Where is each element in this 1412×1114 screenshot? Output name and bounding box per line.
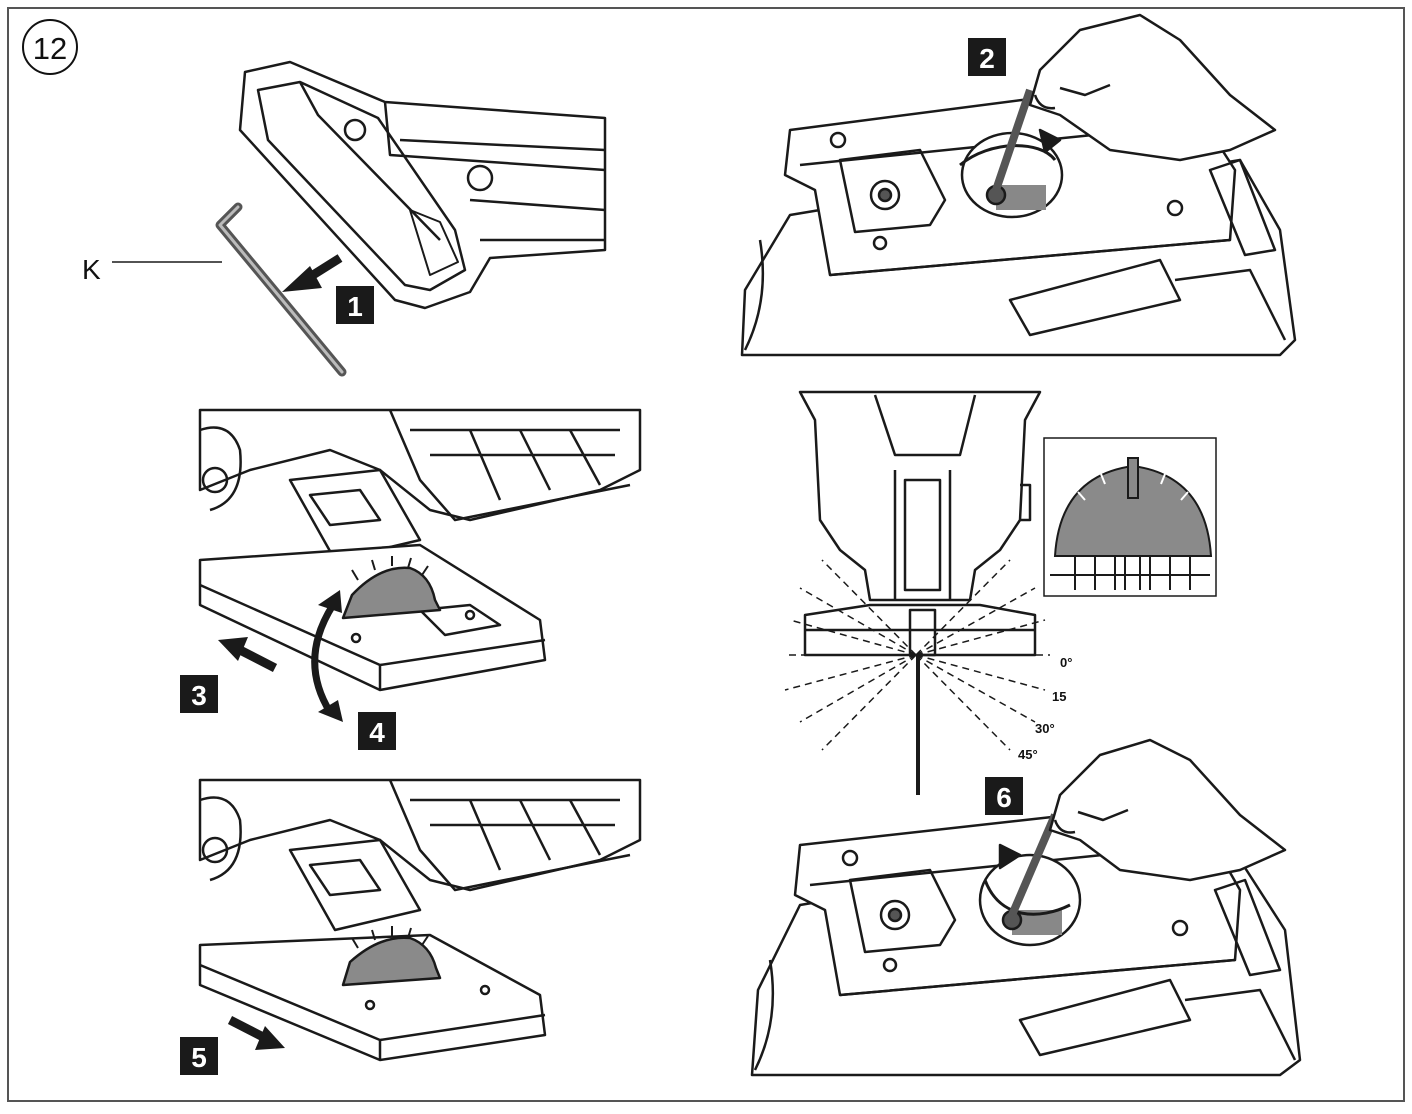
- step-badge-3-text: 3: [191, 680, 207, 711]
- panel-angle-view: [798, 390, 1042, 795]
- step-badge-6: 6: [985, 777, 1023, 815]
- scale-inset: [1043, 437, 1217, 597]
- step-badge-4: 4: [358, 712, 396, 750]
- step-badge-1-text: 1: [347, 291, 363, 322]
- step-badge-6-text: 6: [996, 782, 1012, 813]
- angle-label-0: 0°: [1060, 655, 1072, 670]
- step-badge-2-text: 2: [979, 43, 995, 74]
- step-badge-5-text: 5: [191, 1042, 207, 1073]
- step-badge-5: 5: [180, 1037, 218, 1075]
- figure-number-text: 12: [33, 31, 67, 66]
- panel-step-1: [215, 60, 607, 377]
- hex-key-label: K: [82, 254, 101, 285]
- panel-step-5: [198, 778, 642, 1062]
- figure-frame: [7, 7, 1405, 1102]
- panel-step-6: [750, 738, 1302, 1077]
- step-badge-2: 2: [968, 38, 1006, 76]
- hex-key-callout: K: [82, 254, 222, 285]
- angle-label-45: 45°: [1018, 747, 1038, 762]
- step-badge-3: 3: [180, 675, 218, 713]
- panel-step-3-4: [198, 408, 642, 722]
- angle-label-15: 15: [1052, 689, 1066, 704]
- angle-label-30: 30°: [1035, 721, 1055, 736]
- panel-step-2: [740, 13, 1297, 357]
- step-badge-1: 1: [336, 286, 374, 324]
- step-badge-4-text: 4: [369, 717, 385, 748]
- angle-rays: [784, 559, 1050, 751]
- figure-number: 12: [22, 19, 78, 75]
